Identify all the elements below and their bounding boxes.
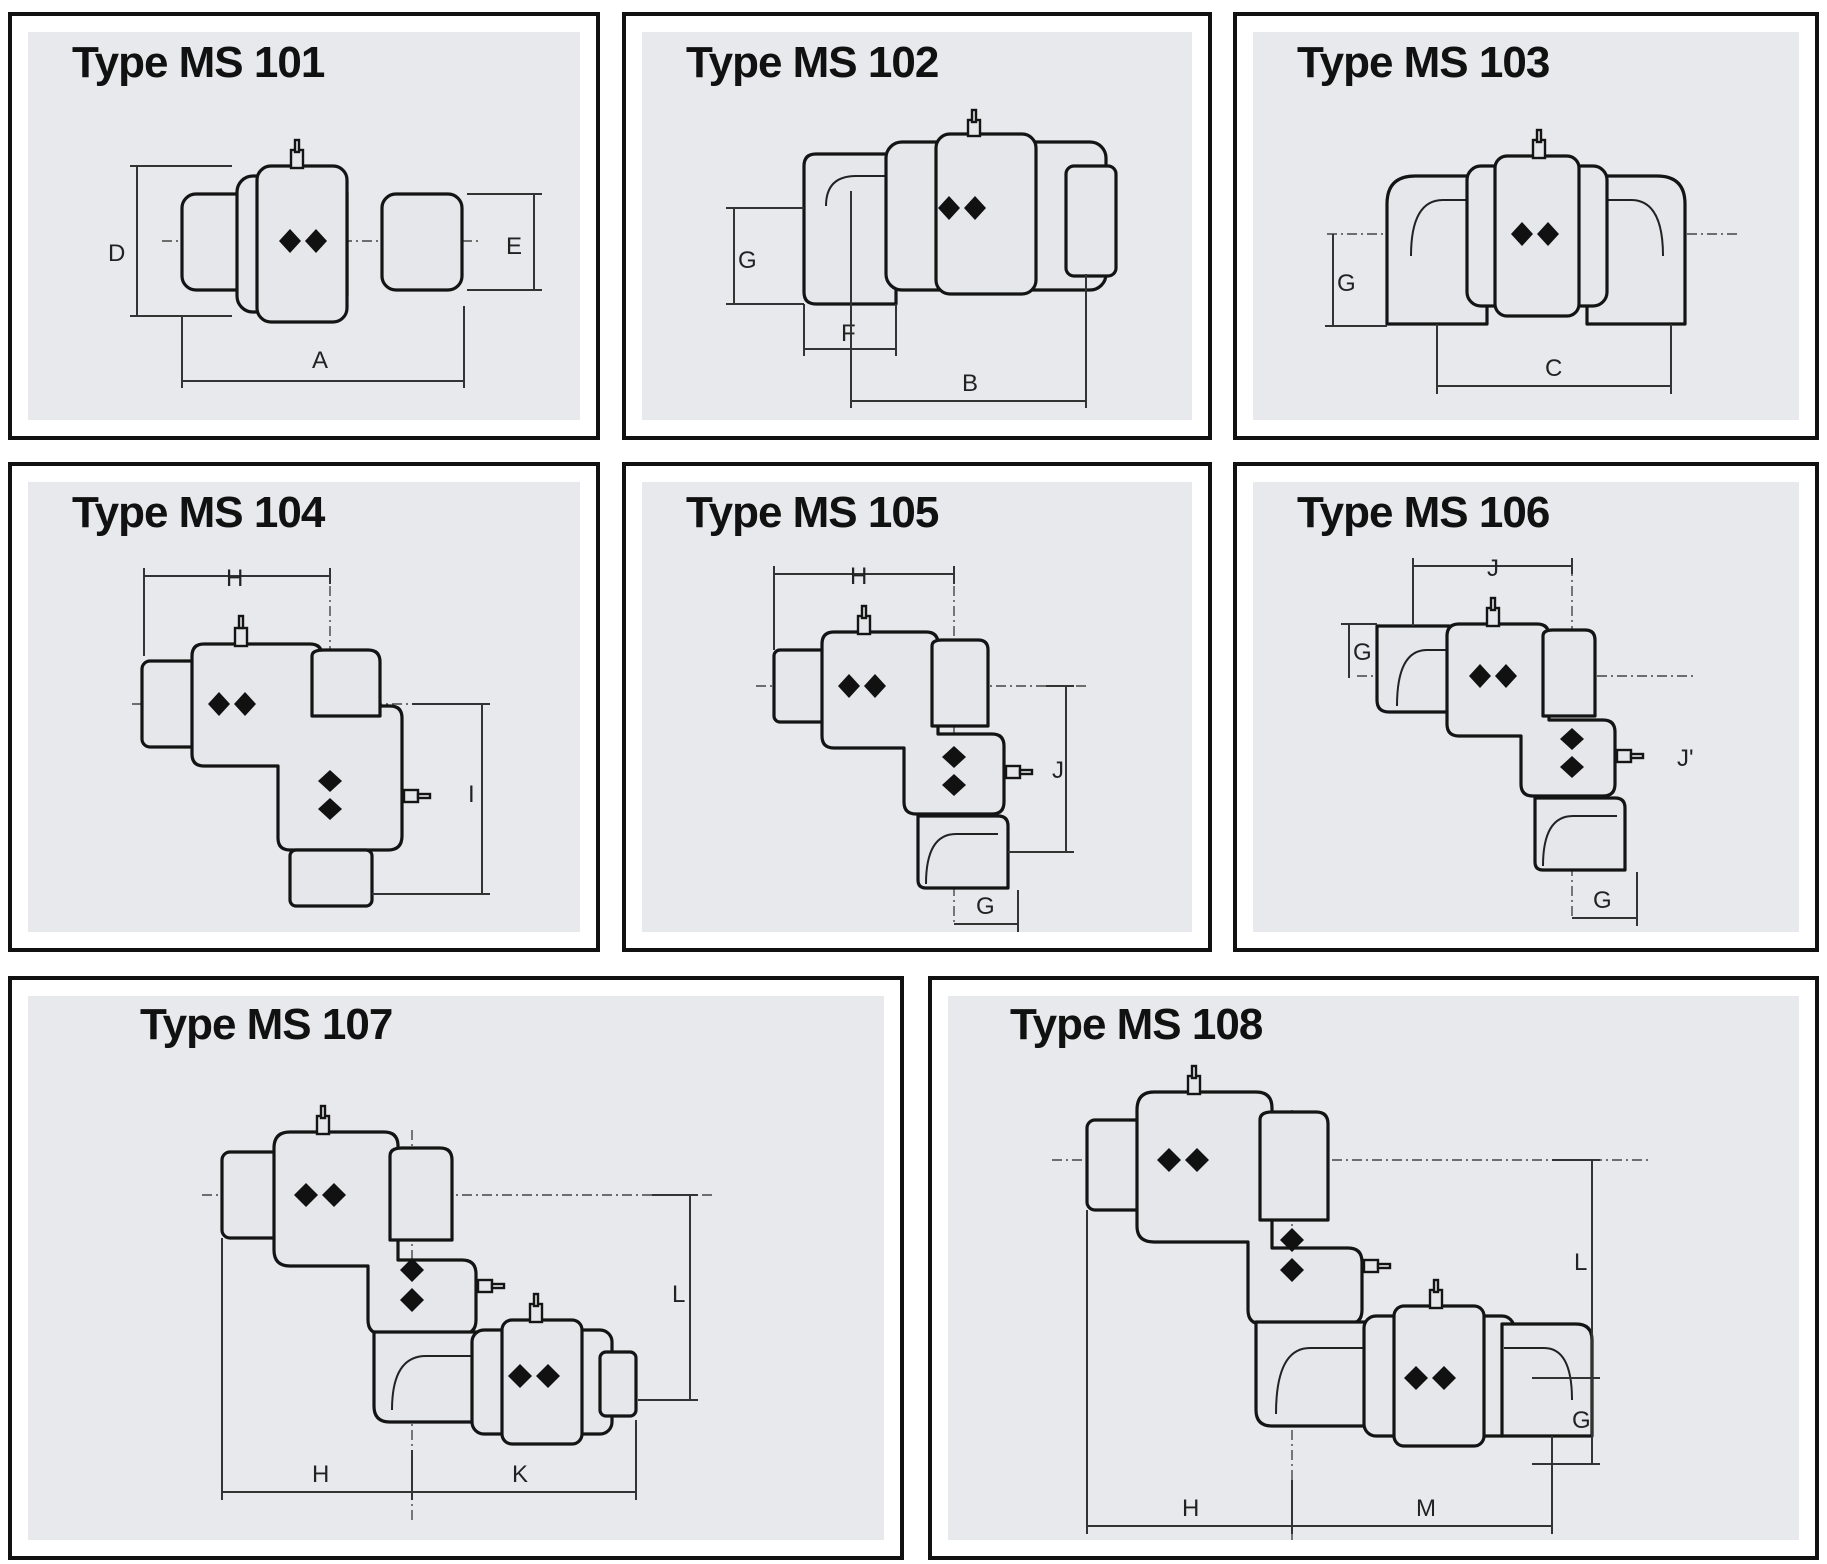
dim-label-m: M (1416, 1495, 1436, 1522)
dim-label-e: E (506, 233, 522, 260)
panel-title: Type MS 106 (1297, 488, 1550, 537)
panel-title: Type MS 105 (686, 488, 939, 537)
ms108-drawing: L G H M (1052, 1064, 1652, 1540)
dim-label-h: H (850, 563, 867, 590)
dim-label-c: C (1545, 355, 1562, 382)
panel-ms107: Type MS 107 L H K (8, 976, 904, 1560)
panel-title: Type MS 102 (686, 38, 939, 87)
dim-label-l: L (672, 1281, 685, 1308)
panel-title: Type MS 104 (72, 488, 325, 537)
panel-title: Type MS 108 (1010, 1000, 1263, 1049)
panel-ms102: Type MS 102 G F B (622, 12, 1212, 440)
dim-label-g: G (1337, 270, 1356, 297)
dim-label-f: F (841, 320, 856, 347)
dim-label-j: J (1052, 757, 1064, 784)
dim-label-a: A (312, 347, 328, 374)
dim-label-h: H (312, 1461, 329, 1488)
ms101-drawing: D E A (108, 138, 542, 388)
dim-label-h: H (226, 565, 243, 592)
dim-label-g2: G (976, 893, 995, 920)
ms106-drawing: J G J' G (1341, 555, 1697, 926)
dim-label-l: L (1574, 1249, 1587, 1276)
ms102-drawing: G F B (726, 108, 1118, 408)
ms105-drawing: H J G (756, 563, 1086, 932)
panel-ms106: Type MS 106 J G J' G (1233, 462, 1819, 952)
panel-title: Type MS 101 (72, 38, 325, 87)
ms104-drawing: H I (132, 565, 492, 908)
dim-label-g: G (738, 247, 757, 274)
panel-ms101: Type MS 101 D E A (8, 12, 600, 440)
dim-label-g: G (1572, 1407, 1591, 1434)
dim-label-b: B (962, 370, 978, 397)
dim-label-k: K (512, 1461, 528, 1488)
dim-label-g: G (1353, 639, 1372, 666)
panel-ms104: Type MS 104 H I (8, 462, 600, 952)
ms103-drawing: G C (1325, 128, 1737, 394)
panel-ms108: Type MS 108 L G H (928, 976, 1819, 1560)
dim-label-h: H (1182, 1495, 1199, 1522)
panel-ms103: Type MS 103 G C (1233, 12, 1819, 440)
dim-label-d: D (108, 240, 125, 267)
dim-label-j: J (1487, 555, 1499, 582)
panel-title: Type MS 107 (140, 1000, 393, 1049)
dim-label-g2: G (1593, 887, 1612, 914)
dim-label-i: I (468, 781, 475, 808)
panel-ms105: Type MS 105 H J G (622, 462, 1212, 952)
ms107-drawing: L H K (202, 1104, 712, 1520)
dim-label-j-prime: J' (1677, 745, 1694, 772)
panel-title: Type MS 103 (1297, 38, 1550, 87)
